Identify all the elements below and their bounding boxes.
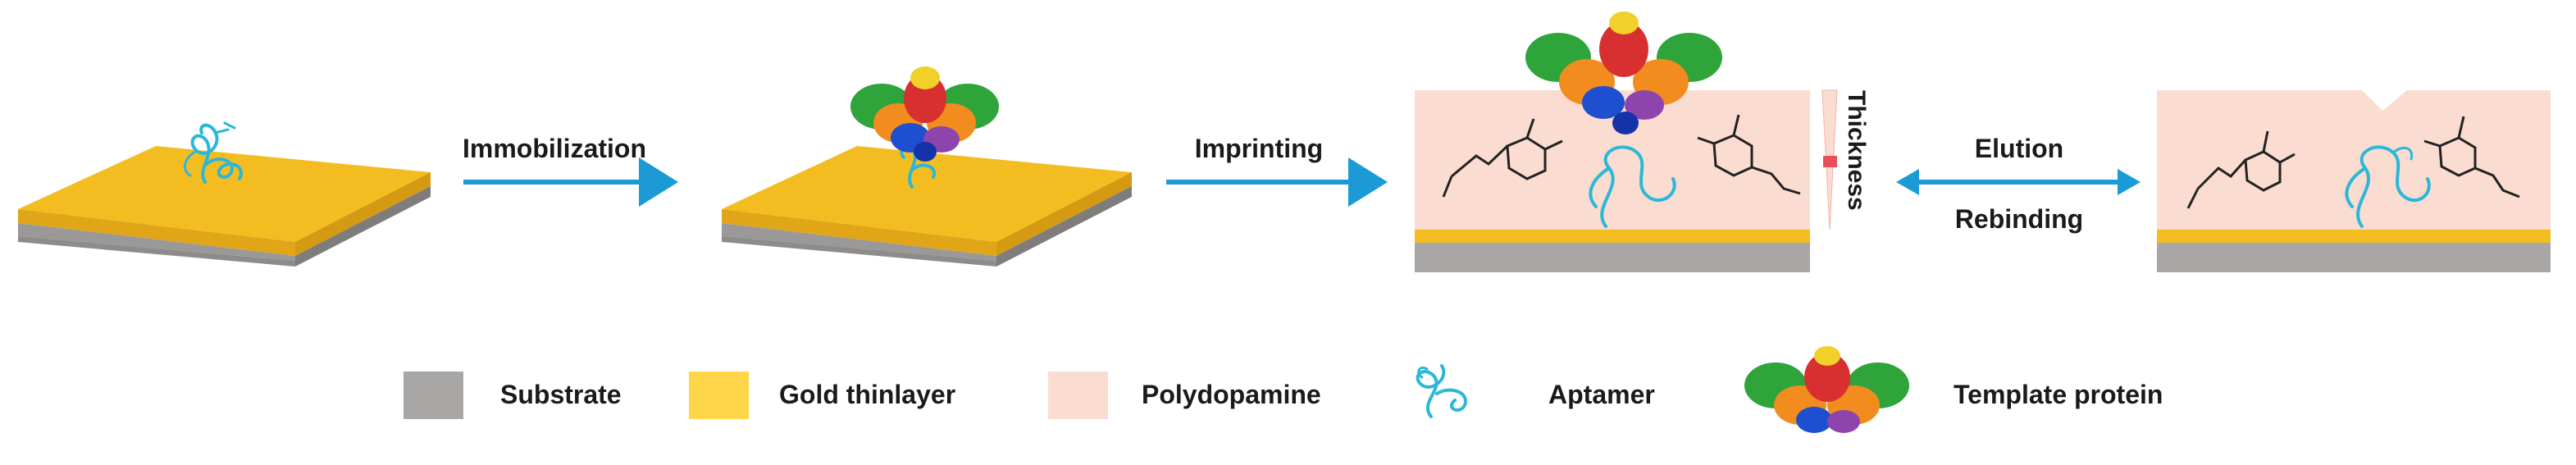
immobilization-label: Immobilization (463, 134, 646, 163)
legend-label-polydopamine: Polydopamine (1142, 380, 1321, 409)
legend-label-template: Template protein (1954, 380, 2163, 409)
legend: Substrate Gold thinlayer Polydopamine Ap… (403, 346, 2163, 433)
thickness-marker (1823, 156, 1837, 167)
substrate-layer (1415, 243, 1810, 272)
legend-label-gold: Gold thinlayer (779, 380, 955, 409)
legend-swatch-gold (689, 372, 749, 419)
aptamer-icon (183, 121, 243, 184)
legend-label-aptamer: Aptamer (1548, 380, 1655, 409)
stage-1-chip (18, 121, 431, 267)
template-protein-icon (1744, 346, 1909, 433)
dopamine-motif-left (1442, 118, 1563, 198)
aptamer-icon (1589, 145, 1676, 228)
stage-3-imprinted-film: Thickness (1415, 11, 1870, 272)
imprinting-label: Imprinting (1195, 134, 1323, 163)
aptamer-icon (2345, 145, 2431, 228)
stage-4-imprinted-cavity (2157, 90, 2551, 272)
imprinting-step: Imprinting (1166, 134, 1388, 207)
substrate-layer (2157, 243, 2551, 272)
legend-label-substrate: Substrate (500, 380, 622, 409)
stage-2-chip (722, 66, 1132, 267)
rebinding-arrowhead (1896, 169, 1919, 195)
dopamine-motif-right (2423, 116, 2520, 198)
polydopamine-layer-with-cavity (2157, 90, 2551, 230)
legend-swatch-polydopamine (1048, 372, 1108, 419)
gold-layer (1415, 230, 1810, 243)
template-protein-icon (1525, 11, 1722, 134)
aptamer-icon (1416, 364, 1467, 418)
elution-rebinding-step: Elution Rebinding (1896, 134, 2141, 234)
dopamine-motif-right (1697, 114, 1801, 195)
rebinding-label: Rebinding (1955, 204, 2083, 234)
elution-arrowhead (2118, 169, 2141, 195)
elution-label: Elution (1975, 134, 2063, 163)
dopamine-motif-left (2186, 130, 2296, 209)
immobilization-step: Immobilization (463, 134, 678, 207)
template-protein-icon (850, 66, 999, 162)
thickness-indicator: Thickness (1821, 89, 1870, 230)
gold-layer (2157, 230, 2551, 243)
thickness-label: Thickness (1843, 90, 1870, 211)
legend-swatch-substrate (403, 372, 463, 419)
